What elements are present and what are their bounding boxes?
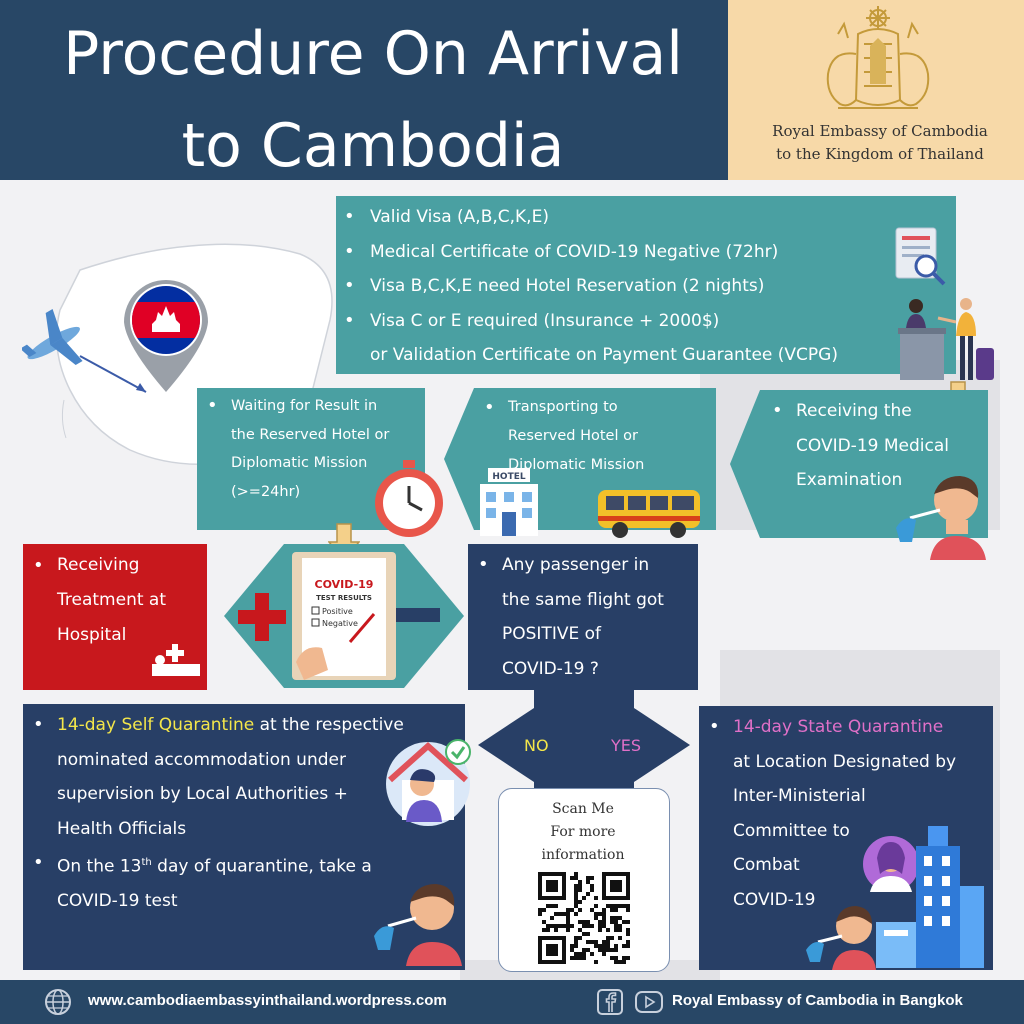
scan-line-1: Scan Me xyxy=(552,801,614,817)
requirement-item: Visa B,C,K,E need Hotel Reservation (2 n… xyxy=(336,269,956,304)
youtube-icon[interactable] xyxy=(634,988,664,1016)
document-search-icon xyxy=(895,227,946,286)
decision-branch xyxy=(478,690,690,800)
requirement-item: Visa C or E required (Insurance + 2000$)… xyxy=(336,304,956,373)
test-subtitle: TEST RESULTS xyxy=(316,594,372,602)
embassy-name-line-2: to the Kingdom of Thailand xyxy=(776,145,984,163)
arrival-requirements-box: Valid Visa (A,B,C,K,E) Medical Certifica… xyxy=(336,196,956,374)
requirement-item: Valid Visa (A,B,C,K,E) xyxy=(336,200,956,235)
embassy-name-line-1: Royal Embassy of Cambodia xyxy=(772,122,988,140)
globe-icon xyxy=(45,989,71,1015)
swab-test-icon xyxy=(374,884,462,966)
house-person-icon xyxy=(386,739,471,826)
hospital-bed-icon xyxy=(152,644,200,676)
swab-test-icon xyxy=(896,476,986,560)
title-line-1: Procedure On Arrival xyxy=(63,19,683,89)
requirement-item: Medical Certificate of COVID-19 Negative… xyxy=(336,235,956,270)
test-negative: Negative xyxy=(322,619,358,628)
checkin-counter-icon xyxy=(898,298,994,380)
page-title: Procedure On Arrival to Cambodia xyxy=(18,8,728,192)
test-result-step: COVID-19 TEST RESULTS Positive Negative xyxy=(224,544,464,688)
embassy-social-name: Royal Embassy of Cambodia in Bangkok xyxy=(672,992,963,1009)
facebook-icon[interactable] xyxy=(596,988,624,1016)
scan-me-text: Scan Me For more information xyxy=(498,798,668,867)
swab-test-icon xyxy=(806,906,876,970)
state-quarantine-highlight: 14-day State Quarantine xyxy=(733,717,944,737)
scan-line-2: For more xyxy=(550,824,616,840)
nurse-icon xyxy=(863,836,919,892)
no-branch-label: NO xyxy=(524,736,549,755)
title-line-2: to Cambodia xyxy=(181,111,565,181)
test-title: COVID-19 xyxy=(315,578,374,591)
minus-icon xyxy=(392,608,440,622)
hotel-icon: HOTEL xyxy=(480,468,538,536)
embassy-name: Royal Embassy of Cambodia to the Kingdom… xyxy=(740,120,1020,166)
clock-icon xyxy=(375,460,443,537)
qr-code[interactable] xyxy=(538,872,630,964)
building-icon xyxy=(876,826,984,968)
scan-line-3: information xyxy=(541,847,625,863)
header-banner xyxy=(0,0,728,180)
hotel-sign: HOTEL xyxy=(492,472,525,482)
plane-icon xyxy=(22,309,147,393)
bus-icon xyxy=(598,490,700,538)
website-link[interactable]: www.cambodiaembassyinthailand.wordpress.… xyxy=(88,992,447,1009)
footer-bar xyxy=(0,980,1024,1024)
yes-branch-label: YES xyxy=(611,736,642,755)
self-quarantine-highlight: 14-day Self Quarantine xyxy=(57,715,255,735)
embassy-panel xyxy=(728,0,1024,180)
royal-emblem-icon xyxy=(826,6,930,109)
test-positive: Positive xyxy=(322,607,353,616)
cambodia-flag-pin-icon xyxy=(124,279,208,392)
